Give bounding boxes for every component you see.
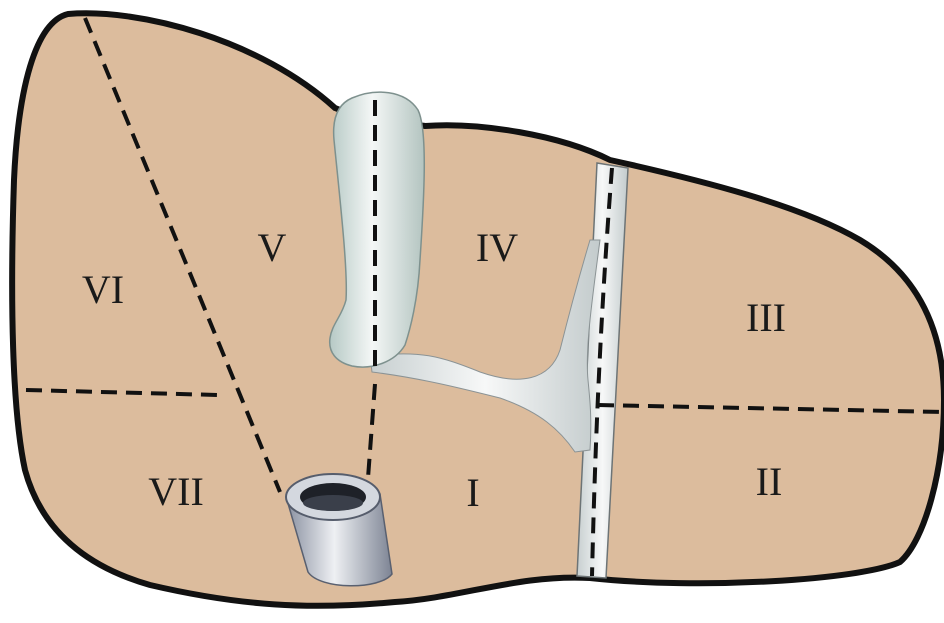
segment-label-iv: IV [476,225,518,270]
liver-outline [12,13,944,606]
segment-label-vi: VI [82,267,124,312]
segment-label-ii: II [756,459,783,504]
segment-label-i: I [466,470,479,515]
segment-label-vii: VII [148,469,204,514]
segment-label-v: V [258,225,287,270]
segment-label-iii: III [746,295,786,340]
